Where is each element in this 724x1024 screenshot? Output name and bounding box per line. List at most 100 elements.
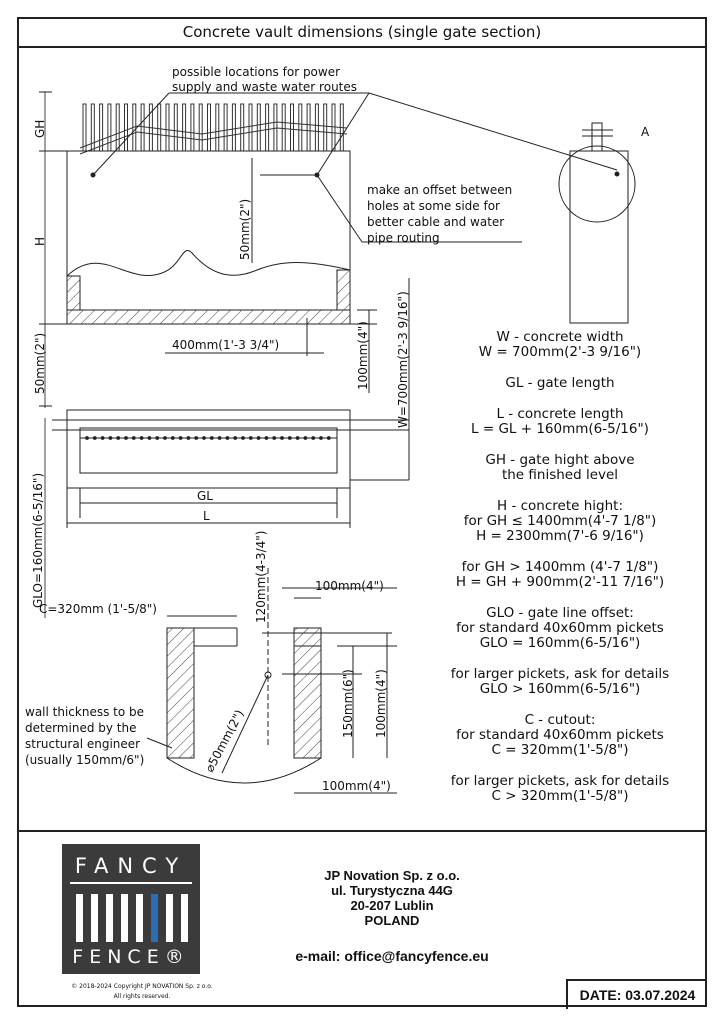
note-line: L = GL + 160mm(6-5/16") — [471, 421, 649, 437]
label-offset-note-4: pipe routing — [367, 231, 440, 245]
concrete-side — [66, 150, 351, 325]
picket — [124, 103, 128, 152]
label-100mm-top: 100mm(4") — [315, 579, 384, 593]
top-view — [44, 409, 409, 618]
label-50mm-left: 50mm(2") — [33, 333, 47, 394]
section-view — [146, 568, 397, 794]
label-wall-3: structural engineer — [25, 737, 140, 751]
picket — [323, 103, 328, 152]
label-power-note-1: possible locations for power — [172, 65, 340, 79]
note-line: GLO - gate line offset: — [486, 605, 634, 621]
picket — [248, 103, 253, 152]
note-block: GLO - gate line offset:for standard 40x6… — [425, 606, 695, 651]
note-line: H - concrete hight: — [497, 498, 623, 514]
picket-dot — [139, 436, 144, 440]
picket — [298, 103, 303, 152]
note-line: W = 700mm(2'-3 9/16") — [478, 344, 642, 360]
picket-dot — [287, 436, 292, 440]
picket-dot — [147, 436, 152, 440]
picket-dot — [131, 436, 136, 440]
fancy-fence-logo: FANCY FENCE® — [62, 844, 200, 974]
note-line: GH - gate hight above — [485, 452, 635, 468]
picket-dot — [256, 436, 261, 440]
label-100mm-bottom: 100mm(4") — [322, 779, 391, 793]
picket — [182, 103, 187, 152]
company-country: POLAND — [364, 913, 420, 928]
note-block: for GH > 1400mm (4'-7 1/8")H = GH + 900m… — [425, 560, 695, 590]
note-line: GLO = 160mm(6-5/16") — [479, 635, 641, 651]
picket-dot — [209, 436, 214, 440]
picket-dot — [272, 436, 277, 440]
picket — [265, 103, 270, 152]
picket-dot — [280, 436, 284, 440]
picket — [207, 103, 211, 152]
note-line: C > 320mm(1'-5/8") — [491, 788, 629, 804]
picket-dots — [85, 436, 331, 440]
picket-dot — [85, 436, 89, 440]
copyright: © 2018-2024 Copyright JP NOVATION Sp. z … — [37, 982, 247, 1002]
picket-dot — [116, 436, 121, 440]
picket-dot — [155, 436, 160, 440]
picket — [281, 103, 286, 152]
picket — [198, 103, 203, 152]
logo-bars — [70, 882, 192, 942]
logo-line-1: FANCY — [74, 854, 188, 878]
detail-a — [558, 122, 636, 324]
picket-dot — [233, 436, 238, 440]
picket — [99, 103, 104, 152]
date-box: DATE: 03.07.2024 — [566, 979, 707, 1009]
company-name: JP Novation Sp. z o.o. — [324, 868, 460, 883]
picket-dot — [241, 436, 245, 440]
note-line: for standard 40x60mm pickets — [456, 620, 664, 636]
label-wall-2: determined by the — [25, 721, 136, 735]
label-power-note-2: supply and waste water routes — [172, 80, 357, 94]
note-line: H = 2300mm(7'-6 9/16") — [476, 528, 644, 544]
note-block: H - concrete hight:for GH ≤ 1400mm(4'-7 … — [425, 499, 695, 544]
label-glo-160: GLO=160mm(6-5/16") — [31, 473, 45, 608]
picket-dot — [248, 436, 253, 440]
picket — [157, 103, 162, 152]
label-120mm: 120mm(4-3/4") — [254, 531, 268, 623]
note-line: for GH ≤ 1400mm(4'-7 1/8") — [463, 513, 657, 529]
company-street: ul. Turystyczna 44G — [331, 883, 453, 898]
drawing-frame — [17, 17, 707, 1007]
label-offset-note-1: make an offset between — [367, 183, 512, 197]
label-l: L — [203, 509, 210, 523]
picket-dot — [170, 436, 175, 440]
label-w-700: W=700mm(2'-3 9/16") — [396, 291, 410, 428]
label-wall-4: (usually 150mm/6") — [25, 753, 144, 767]
floor-hatch — [66, 309, 351, 325]
picket-dot — [124, 436, 128, 440]
picket-dot — [163, 436, 167, 440]
picket-dot — [303, 436, 308, 440]
title-block: FANCY FENCE® © 2018-2024 Copyright JP NO… — [17, 830, 707, 1009]
note-line: C = 320mm(1'-5/8") — [491, 742, 629, 758]
copyright-line-1: © 2018-2024 Copyright JP NOVATION Sp. z … — [71, 983, 213, 990]
label-wall-1: wall thickness to be — [25, 705, 144, 719]
company-city: 20-207 Lublin — [350, 898, 434, 913]
drawing-title: Concrete vault dimensions (single gate s… — [17, 17, 707, 48]
picket-dot — [186, 436, 191, 440]
company-email[interactable]: e-mail: office@fancyfence.eu — [295, 948, 489, 964]
picket-dot — [319, 436, 323, 440]
note-line: for larger pickets, ask for details — [450, 666, 670, 682]
picket-dot — [178, 436, 183, 440]
note-line: C - cutout: — [524, 712, 596, 728]
picket-dot — [225, 436, 230, 440]
picket-dot — [100, 436, 105, 440]
label-gh: GH — [33, 120, 47, 138]
picket-dot — [295, 436, 300, 440]
picket — [231, 103, 236, 152]
picket — [290, 103, 294, 152]
picket-dot — [311, 436, 316, 440]
label-diam-50: ⌀50mm(2") — [202, 707, 246, 774]
label-50mm: 50mm(2") — [238, 199, 252, 260]
concrete-top — [66, 409, 351, 489]
picket-dot — [194, 436, 199, 440]
picket-dot — [202, 436, 206, 440]
picket — [165, 103, 170, 152]
